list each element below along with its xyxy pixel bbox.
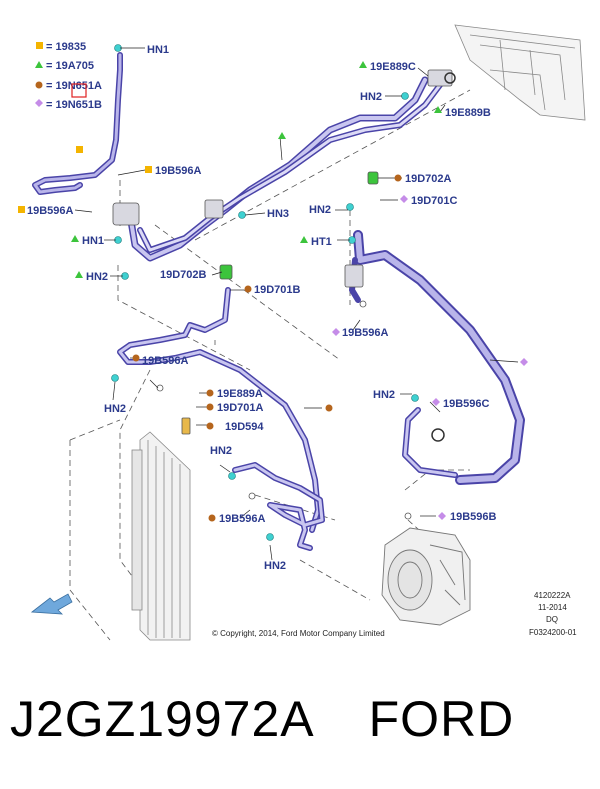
label-19d701b: 19D701B [254,284,301,296]
label-hn2-low-left: HN2 [104,403,126,415]
label-markers [18,61,528,522]
label-19b596a-3: 19B596A [342,327,389,339]
label-19b596c: 19B596C [443,398,490,410]
part-number: J2GZ19972A [10,691,315,747]
diamond-marker [332,328,340,336]
ref-initials: DQ [546,615,558,624]
clips [111,44,419,541]
label-hn1-top: HN1 [147,44,169,56]
label-19b596a-2: 19B596A [27,205,74,217]
product-caption: J2GZ19972A FORD [10,690,514,748]
triangle-marker [278,132,286,139]
circle-marker [208,514,216,522]
legend-label-square: = 19835 [46,41,86,53]
legend-label-diamond: = 19N651B [46,99,102,111]
brand-name: FORD [368,691,515,747]
label-ht1: HT1 [311,236,332,248]
label-19b596a-5: 19B596A [219,513,266,525]
diamond-marker [400,195,408,203]
circle-marker [206,389,214,397]
copyright-text: © Copyright, 2014, Ford Motor Company Li… [212,629,385,638]
leader-lines [74,47,519,561]
triangle-marker [434,106,442,113]
callout-box [71,83,87,98]
square-marker [76,146,83,153]
diagram-footer: 4120222A 11-2014 DQ F0324200-01 © Copyri… [212,591,577,638]
triangle-marker [71,235,79,242]
legend-label-circle: = 19N651A [46,80,102,92]
label-19d594: 19D594 [225,421,264,433]
figure-id: F0324200-01 [529,628,577,637]
evaporator-outline [454,24,586,121]
label-19d701a: 19D701A [217,402,264,414]
triangle-marker [300,236,308,243]
compressor-outline [381,527,471,626]
label-hn2-right: HN2 [373,389,395,401]
label-19e889c: 19E889C [370,61,416,73]
circle-marker [132,354,140,362]
condenser-outline [131,431,191,641]
label-19d701c: 19D701C [411,195,458,207]
circle-marker [206,422,214,430]
label-hn2-mid: HN2 [309,204,331,216]
direction-arrow-icon [30,593,73,615]
diamond-marker [520,358,528,366]
diamond-marker [438,512,446,520]
triangle-marker [359,61,367,68]
label-hn2-top: HN2 [360,91,382,103]
legend-circle-icon [35,81,43,89]
label-19b596a-1: 19B596A [155,165,202,177]
fittings [112,69,456,520]
square-marker [18,206,25,213]
ref-code: 4120222A [534,591,571,600]
label-hn3: HN3 [267,208,289,220]
circle-marker [394,174,402,182]
label-19d702a: 19D702A [405,173,452,185]
legend: = 19835 = 19A705 = 19N651A = 19N651B [35,41,102,111]
hoses [32,52,525,551]
triangle-marker [75,271,83,278]
legend-square-icon [36,42,43,49]
legend-label-triangle: = 19A705 [46,60,94,72]
label-19e889b: 19E889B [445,107,491,119]
circle-marker [325,404,333,412]
square-marker [145,166,152,173]
label-19b596a-4: 19B596A [142,355,189,367]
part-labels: HN1 19B596A 19B596A HN1 HN2 HN3 19D702B … [27,44,497,572]
circle-marker [244,285,252,293]
legend-triangle-icon [35,61,43,68]
label-19b596b: 19B596B [450,511,497,523]
legend-diamond-icon [35,99,43,107]
circle-marker [206,403,214,411]
diamond-marker [432,398,440,406]
label-hn2-bottom: HN2 [264,560,286,572]
ac-hose-diagram: = 19835 = 19A705 = 19N651A = 19N651B [18,24,586,641]
label-hn2-left: HN2 [86,271,108,283]
label-19d702b: 19D702B [160,269,207,281]
label-19e889a: 19E889A [217,388,263,400]
ref-date: 11-2014 [538,603,567,612]
label-hn2-lower: HN2 [210,445,232,457]
label-hn1-left: HN1 [82,235,104,247]
